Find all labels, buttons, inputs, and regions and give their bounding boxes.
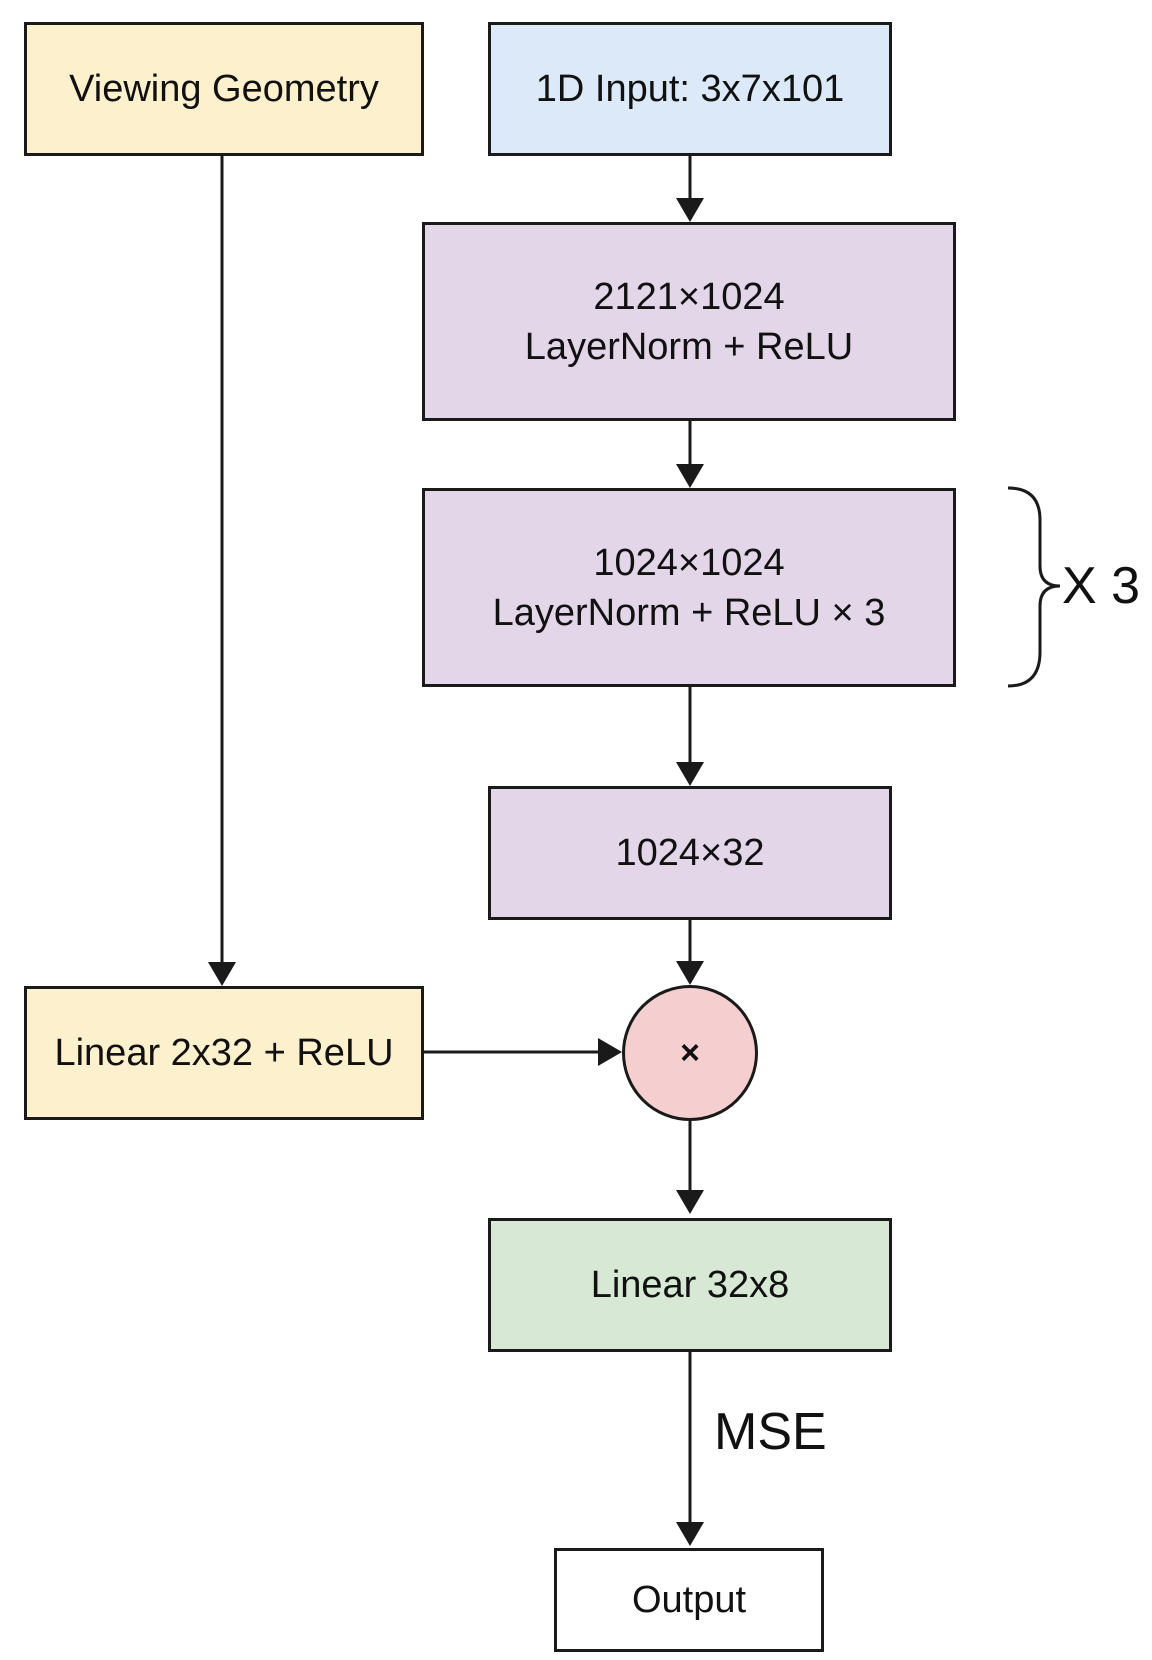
input-1d-label: 1D Input: 3x7x101 (535, 68, 845, 110)
layer3-box: 1024×32 (488, 786, 892, 920)
multiply-symbol: × (680, 1033, 700, 1072)
arrowhead-layer1-to-layer2 (676, 464, 704, 488)
arrowhead-multiply-to-linear-out (676, 1190, 704, 1214)
layer2-activation: LayerNorm + ReLU × 3 (492, 591, 886, 634)
layer2-dimensions: 1024×1024 (593, 541, 785, 584)
arrowhead-layer3-to-multiply (676, 961, 704, 985)
output-label: Output (631, 1579, 747, 1621)
layer3-label: 1024×32 (615, 832, 765, 874)
linear-out-label: Linear 32x8 (590, 1264, 790, 1306)
geometry-linear-box: Linear 2x32 + ReLU (24, 986, 424, 1120)
repeat-brace (1007, 486, 1061, 688)
viewing-geometry-box: Viewing Geometry (24, 22, 424, 156)
layer2-box: 1024×1024 LayerNorm + ReLU × 3 (422, 488, 956, 687)
arrowhead-layer2-to-layer3 (676, 762, 704, 786)
viewing-geometry-label: Viewing Geometry (69, 68, 379, 110)
layer1-activation: LayerNorm + ReLU (524, 325, 854, 368)
layer1-box: 2121×1024 LayerNorm + ReLU (422, 222, 956, 421)
layer1-dimensions: 2121×1024 (593, 275, 785, 318)
arrowhead-input-to-layer1 (676, 198, 704, 222)
arrowhead-geometry-to-linear (208, 962, 236, 986)
loss-label: MSE (714, 1403, 827, 1461)
arrowhead-linear-out-to-output (676, 1522, 704, 1546)
geometry-linear-label: Linear 2x32 + ReLU (54, 1032, 394, 1074)
output-box: Output (554, 1548, 824, 1652)
linear-out-box: Linear 32x8 (488, 1218, 892, 1352)
arrowhead-geomlinear-to-multiply (598, 1038, 622, 1066)
input-1d-box: 1D Input: 3x7x101 (488, 22, 892, 156)
repeat-label: X 3 (1062, 557, 1141, 615)
multiply-node: × (622, 985, 758, 1121)
